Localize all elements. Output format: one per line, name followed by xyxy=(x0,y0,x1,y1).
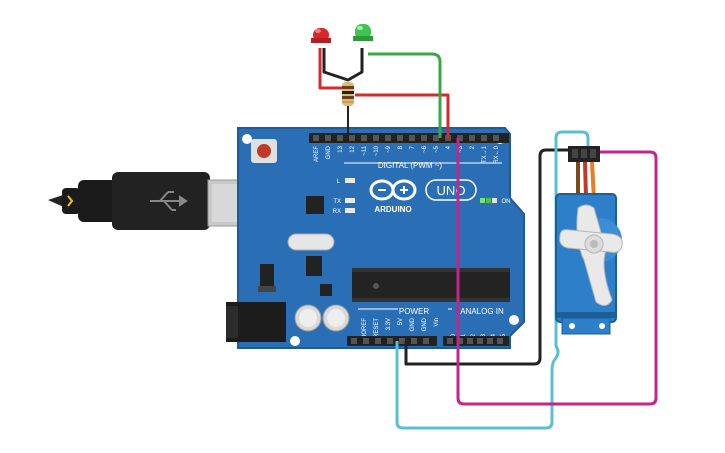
digital-pin-label: ~3 xyxy=(458,145,464,153)
digital-pin-hole[interactable] xyxy=(409,135,415,141)
digital-pin-hole[interactable] xyxy=(469,135,475,141)
digital-pin-hole[interactable] xyxy=(397,135,403,141)
power-pin-labels: IOREF RESET 3.3V 5V GND GND Vin xyxy=(362,317,440,338)
power-pin-label: GND xyxy=(422,317,428,331)
voltage-regulator xyxy=(260,264,274,292)
mounting-hole xyxy=(290,336,300,346)
power-pin-hole[interactable] xyxy=(387,338,393,344)
digital-pin-label: 2 xyxy=(470,145,476,149)
digital-pin-hole[interactable] xyxy=(373,135,379,141)
arduino-board[interactable]: DIGITAL (PWM ~) AREF GND 13 12 ~11 ~10 ~9 8 7 ~6 ~… xyxy=(226,127,525,349)
power-pin-label: Vin xyxy=(434,318,440,327)
digital-pin-label: ~9 xyxy=(386,145,392,153)
digital-pin-hole[interactable] xyxy=(337,135,343,141)
ground-wire[interactable] xyxy=(404,148,572,366)
digital-pin-label: GND xyxy=(326,145,332,159)
servo-motor[interactable] xyxy=(555,146,623,335)
digital-pin-hole[interactable] xyxy=(421,135,427,141)
digital-pin-label: AREF xyxy=(314,146,320,162)
usb-icon xyxy=(150,191,188,211)
red-wire[interactable] xyxy=(318,48,450,138)
analog-pin-holes[interactable] xyxy=(447,338,503,344)
signal-wire[interactable] xyxy=(456,138,658,406)
led-tx-label: TX xyxy=(333,199,341,205)
green-wire[interactable] xyxy=(368,52,442,138)
red-led[interactable] xyxy=(311,28,331,43)
reset-button[interactable] xyxy=(251,139,277,163)
green-led[interactable] xyxy=(353,24,373,41)
on-label: ON xyxy=(502,199,511,205)
digital-pin-hole[interactable] xyxy=(325,135,331,141)
power-pin-hole[interactable] xyxy=(423,338,429,344)
mounting-hole xyxy=(509,315,519,325)
crystal xyxy=(287,233,335,251)
digital-pin-label: 4 xyxy=(446,145,452,149)
mounting-hole xyxy=(242,134,252,144)
digital-pin-label: TX→1 xyxy=(482,145,488,163)
power-pin-label: GND xyxy=(410,317,416,331)
analog-pin-hole[interactable] xyxy=(447,338,453,344)
led-rx-label: RX xyxy=(333,209,341,215)
digital-pin-label: 12 xyxy=(350,145,356,152)
digital-pin-label: RX←0 xyxy=(494,145,500,163)
digital-pin-hole[interactable] xyxy=(433,135,439,141)
usb-chip xyxy=(306,196,324,214)
digital-pin-label: 8 xyxy=(398,145,404,149)
digital-pin-label: ~11 xyxy=(362,145,368,155)
small-chip xyxy=(320,284,332,296)
digital-pin-hole[interactable] xyxy=(361,135,367,141)
regulator xyxy=(306,256,322,276)
power-pin-label: IOREF xyxy=(362,318,368,337)
analog-label: ANALOG IN xyxy=(460,307,504,316)
led-common-wire[interactable] xyxy=(322,48,364,82)
power-pin-label: RESET xyxy=(374,318,380,338)
digital-pin-label: ~5 xyxy=(434,145,440,153)
analog-header xyxy=(443,336,509,346)
power-pin-hole[interactable] xyxy=(351,338,357,344)
power-pin-holes[interactable] xyxy=(351,338,429,344)
digital-pin-label: 7 xyxy=(410,145,416,149)
analog-pin-hole[interactable] xyxy=(467,338,473,344)
capacitor xyxy=(322,304,350,332)
arduino-logo xyxy=(369,179,417,201)
digital-pin-labels: AREF GND 13 12 ~11 ~10 ~9 8 7 ~6 ~5 4 ~3 2 TX→1 RX←0 xyxy=(314,145,500,163)
analog-pin-hole[interactable] xyxy=(497,338,503,344)
power-pin-hole[interactable] xyxy=(375,338,381,344)
digital-pin-hole[interactable] xyxy=(457,135,463,141)
power-pin-hole[interactable] xyxy=(399,338,405,344)
power-pin-hole[interactable] xyxy=(411,338,417,344)
led-l-label: L xyxy=(337,179,341,185)
power-label: POWER xyxy=(399,307,429,316)
capacitor xyxy=(294,304,322,332)
lightning-icon xyxy=(67,195,74,207)
resistor[interactable] xyxy=(342,82,354,106)
digital-pin-hole[interactable] xyxy=(349,135,355,141)
usb-cable[interactable] xyxy=(48,172,265,230)
analog-pin-hole[interactable] xyxy=(477,338,483,344)
digital-pin-label: ~10 xyxy=(374,145,380,156)
analog-pin-hole[interactable] xyxy=(487,338,493,344)
digital-pin-hole[interactable] xyxy=(493,135,499,141)
power-pin-hole[interactable] xyxy=(363,338,369,344)
power-pin-label: 5V xyxy=(398,318,404,325)
power-wire[interactable] xyxy=(395,130,590,430)
digital-pin-holes[interactable] xyxy=(313,135,499,141)
digital-pin-hole[interactable] xyxy=(481,135,487,141)
digital-pin-label: 13 xyxy=(338,145,344,152)
uno-label: UNO xyxy=(437,183,466,198)
servo-horn xyxy=(559,204,623,306)
digital-pin-label: ~6 xyxy=(422,145,428,153)
digital-pin-hole[interactable] xyxy=(385,135,391,141)
digital-label: DIGITAL (PWM ~) xyxy=(378,161,443,170)
brand-label: ARDUINO xyxy=(374,205,411,214)
analog-pin-hole[interactable] xyxy=(457,338,463,344)
digital-pin-hole[interactable] xyxy=(313,135,319,141)
power-pin-label: 3.3V xyxy=(386,318,392,330)
